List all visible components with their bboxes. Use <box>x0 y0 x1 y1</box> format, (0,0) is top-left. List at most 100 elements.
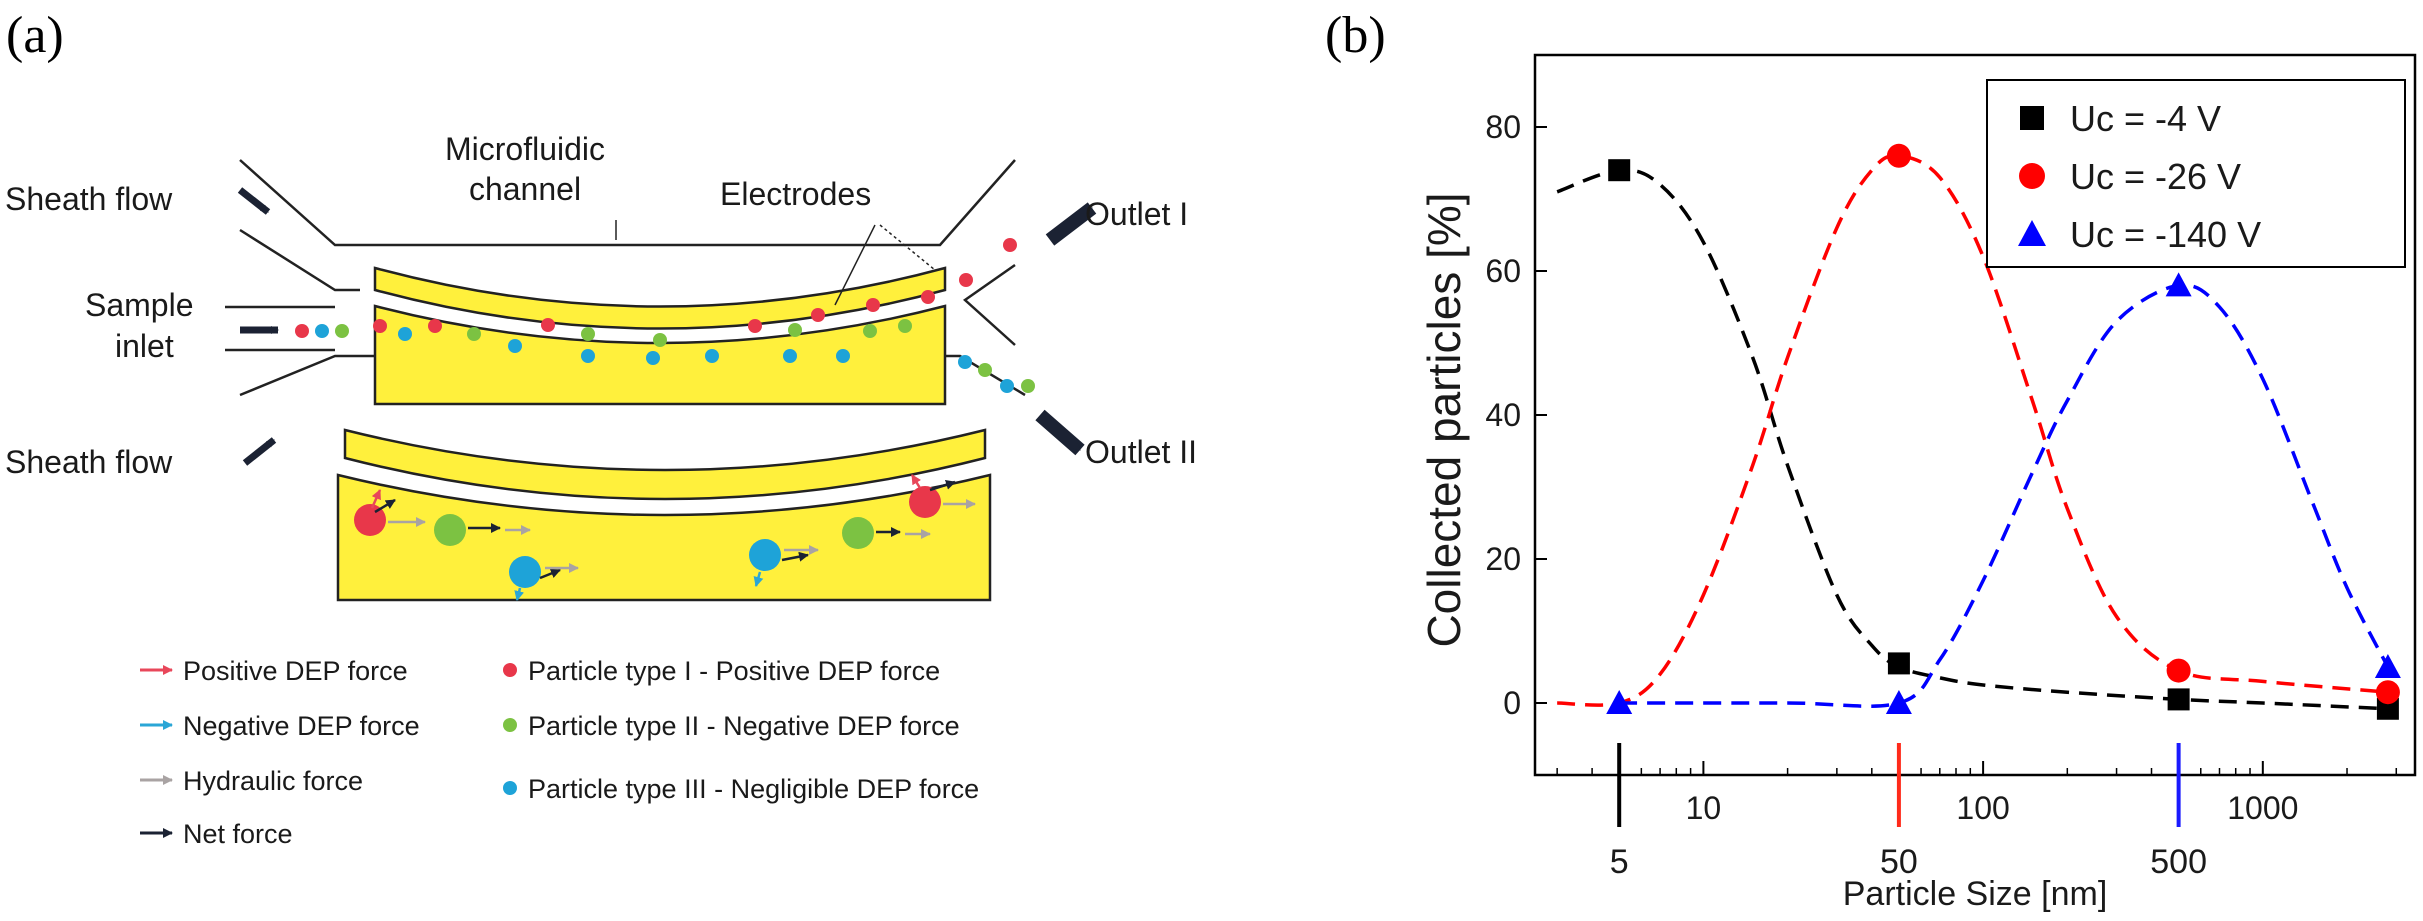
positive-dep-arrow <box>910 474 922 489</box>
negative-dep-arrow <box>753 571 764 587</box>
positive-dep-arrow <box>370 489 382 509</box>
legend-marker <box>2019 163 2045 189</box>
chart-legend-box <box>1986 79 2406 268</box>
particle-type3 <box>508 339 522 353</box>
type1-legend-dot <box>503 663 517 677</box>
size-marker-label: 5 <box>1610 843 1629 881</box>
electrodes-top-view <box>373 266 947 406</box>
channel-label-2: channel <box>469 171 581 207</box>
particle-type2 <box>467 327 481 341</box>
electrodes-label: Electrodes <box>720 176 871 212</box>
particle-type1 <box>295 324 309 338</box>
sample-inlet-label-1: Sample <box>85 287 194 323</box>
particle-type3 <box>958 355 972 369</box>
legend-hydraulic: Hydraulic force <box>183 766 363 796</box>
legend-label: Uc = -140 V <box>2070 214 2261 255</box>
legend-type3: Particle type III - Negligible DEP force <box>528 774 979 804</box>
particle-type2 <box>434 514 466 546</box>
type3-legend-dot <box>503 781 517 795</box>
particle-type2 <box>653 333 667 347</box>
data-point <box>1887 652 1910 675</box>
data-point <box>1606 690 1633 714</box>
sample-inlet-label-2: inlet <box>115 328 174 364</box>
data-point <box>2375 680 2400 705</box>
x-tick-label: 1000 <box>2227 790 2298 826</box>
panel-a-label: (a) <box>6 7 64 64</box>
legend-marker <box>2018 220 2046 246</box>
y-axis-label: Collected particles [%] <box>1418 192 1470 647</box>
fit-curve <box>1619 283 2390 708</box>
particle-type1 <box>921 290 935 304</box>
particle-type3 <box>749 539 781 571</box>
particle-type1 <box>428 319 442 333</box>
diagram-legend: Positive DEP force Negative DEP force Hy… <box>140 656 979 849</box>
x-tick-label: 10 <box>1686 790 1722 826</box>
size-marker-label: 50 <box>1880 843 1918 881</box>
data-point <box>2376 697 2399 720</box>
legend-net: Net force <box>183 819 293 849</box>
particle-type1 <box>354 504 386 536</box>
particle-type3 <box>646 351 660 365</box>
diagram-labels: Sheath flow Sheath flow Sample inlet Mic… <box>5 131 1197 480</box>
y-tick-label: 40 <box>1485 397 1521 433</box>
particle-type1 <box>811 308 825 322</box>
channel-label-1: Microfluidic <box>445 131 605 167</box>
data-point <box>1886 143 1911 168</box>
data-point <box>2166 658 2191 683</box>
outlet1-label: Outlet I <box>1085 196 1188 232</box>
net-force-arrow <box>539 568 561 580</box>
data-point <box>2374 654 2401 678</box>
particle-type2 <box>898 319 912 333</box>
y-tick-label: 60 <box>1485 253 1521 289</box>
particle-type3 <box>509 556 541 588</box>
particle-type1 <box>866 298 880 312</box>
size-marker-label: 500 <box>2150 843 2207 881</box>
legend-label: Uc = -4 V <box>2070 98 2221 139</box>
electrodes-detail-view <box>336 428 992 602</box>
type2-legend-dot <box>503 718 517 732</box>
net-force-arrow <box>781 551 809 562</box>
particle-type1 <box>1003 238 1017 252</box>
y-tick-label: 0 <box>1503 685 1521 721</box>
sheath-flow-bottom-label: Sheath flow <box>5 444 173 480</box>
particle-type2 <box>788 323 802 337</box>
detail-particles <box>354 474 976 601</box>
legend-type2: Particle type II - Negative DEP force <box>528 711 960 741</box>
legend-type1: Particle type I - Positive DEP force <box>528 656 940 686</box>
data-point <box>2167 688 2190 711</box>
outlet2-label: Outlet II <box>1085 434 1197 470</box>
net-force-arrow <box>374 498 396 514</box>
particle-type1 <box>373 319 387 333</box>
particle-type3 <box>705 349 719 363</box>
particle-type1 <box>909 486 941 518</box>
legend-marker <box>2020 106 2044 130</box>
y-tick-label: 20 <box>1485 541 1521 577</box>
data-point <box>2165 272 2192 297</box>
particle-type2 <box>1021 379 1035 393</box>
x-tick-label: 100 <box>1956 790 2009 826</box>
particle-type1 <box>959 273 973 287</box>
particle-type3 <box>315 324 329 338</box>
channel-particles <box>295 238 1035 393</box>
legend-label: Uc = -26 V <box>2070 156 2241 197</box>
net-force-arrow <box>929 479 956 492</box>
sheath-flow-top-label: Sheath flow <box>5 181 173 217</box>
flow-arrows <box>237 187 1097 466</box>
particle-type2 <box>581 327 595 341</box>
leader-lines <box>615 220 936 306</box>
legend-pos-dep: Positive DEP force <box>183 656 408 686</box>
x-axis-label: Particle Size [nm] <box>1843 875 2108 913</box>
data-point <box>1608 159 1631 182</box>
particle-type3 <box>836 349 850 363</box>
particle-type2 <box>335 324 349 338</box>
particle-type3 <box>1000 379 1014 393</box>
particle-type3 <box>783 349 797 363</box>
panel-a: (a) <box>5 7 1197 849</box>
particle-type2 <box>863 324 877 338</box>
negative-dep-arrow <box>514 587 525 601</box>
legend-neg-dep: Negative DEP force <box>183 711 420 741</box>
particle-type3 <box>398 327 412 341</box>
